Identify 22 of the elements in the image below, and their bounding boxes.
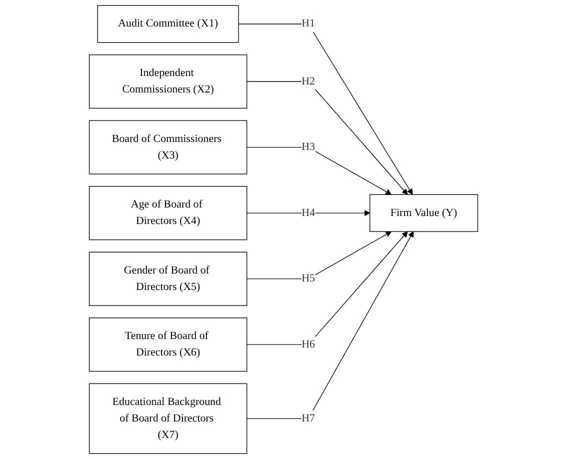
arrow	[246, 231, 392, 280]
arrow	[238, 24, 413, 195]
node-box: Firm Value (Y)	[370, 194, 478, 232]
node-box: Tenure of Board of Directors (X6)	[88, 318, 248, 372]
node-box: Board of Commissioners (X3)	[88, 120, 248, 174]
edge-label: H4	[302, 206, 316, 219]
node-box: Independent Commissioners (X2)	[88, 54, 248, 109]
edge-label: H7	[302, 412, 316, 424]
node-box: Educational Background of Board of Directors (X7)	[88, 383, 248, 454]
arrow	[246, 81, 408, 195]
edge-label: H2	[302, 75, 316, 88]
arrow	[246, 231, 408, 345]
node-box: Audit Committee (X1)	[97, 5, 239, 43]
edge-label: H6	[302, 338, 316, 350]
edge-label: H5	[302, 272, 316, 284]
arrow	[246, 231, 414, 419]
arrow	[246, 210, 370, 216]
edge-label: H1	[302, 18, 316, 30]
node-box: Gender of Board of Directors (X5)	[88, 252, 248, 306]
edge-label: H3	[302, 141, 316, 153]
arrow	[246, 146, 392, 195]
node-box: Age of Board of Directors (X4)	[88, 186, 248, 240]
